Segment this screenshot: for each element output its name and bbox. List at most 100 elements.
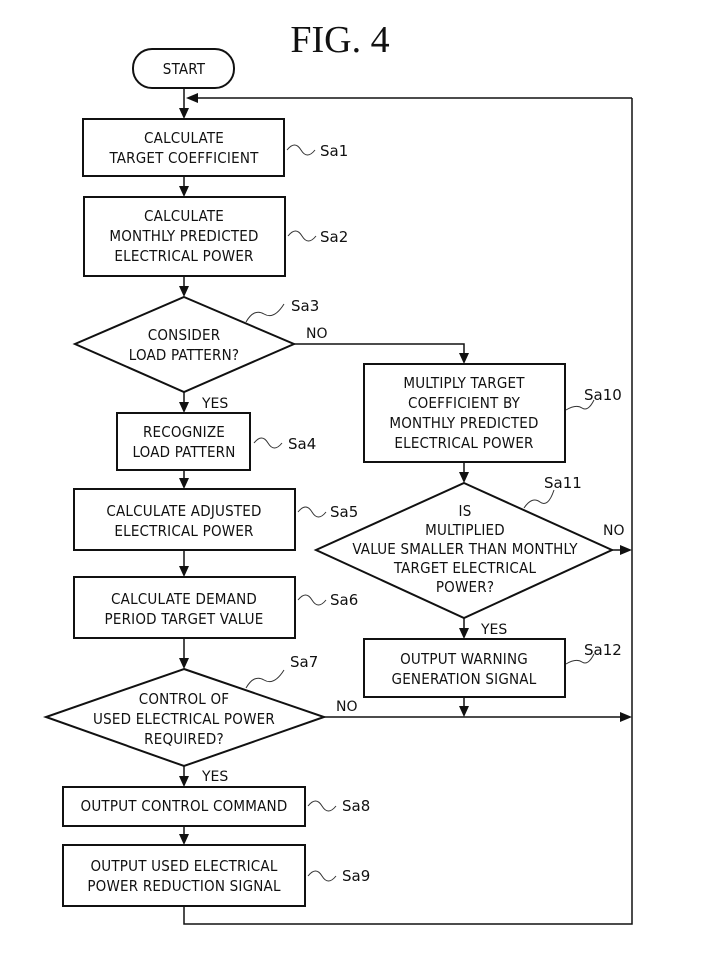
arrow-head — [459, 706, 469, 717]
process-text: OUTPUT USED ELECTRICAL — [90, 857, 277, 875]
process-text: TARGET COEFFICIENT — [108, 149, 259, 167]
process-text: POWER REDUCTION SIGNAL — [87, 877, 281, 895]
leader-squiggle — [307, 870, 337, 882]
process-box — [73, 576, 296, 639]
arrow-head — [186, 93, 198, 103]
branch-label-no: NO — [603, 523, 625, 539]
decision-diamond — [72, 295, 297, 394]
process-box — [116, 412, 251, 471]
process-box — [363, 363, 566, 463]
leader-squiggle — [253, 437, 283, 449]
step-label-sa4: Sa4 — [288, 435, 316, 453]
figure-title: FIG. 4 — [290, 19, 389, 61]
decision-text: LOAD PATTERN? — [129, 346, 239, 364]
step-label-sa9: Sa9 — [342, 867, 370, 885]
branch-label-yes: YES — [480, 622, 507, 638]
arrow-head — [179, 776, 189, 787]
process-text: CALCULATE ADJUSTED — [106, 502, 261, 520]
process-text: ELECTRICAL POWER — [394, 434, 533, 452]
decision-text: MULTIPLIED — [425, 521, 505, 539]
process-box — [83, 196, 286, 277]
decision-sa3: CONSIDER LOAD PATTERN? — [72, 295, 297, 394]
step-label-sa1: Sa1 — [320, 142, 348, 160]
leader-squiggle — [245, 303, 285, 323]
process-text: PERIOD TARGET VALUE — [105, 610, 264, 628]
arrow-head — [620, 545, 632, 555]
process-sa8: OUTPUT CONTROL COMMAND — [62, 786, 306, 827]
start-shape — [132, 48, 235, 89]
process-box — [82, 118, 285, 177]
connector-sa3-sa10 — [294, 343, 465, 359]
connectors — [179, 88, 633, 925]
decision-diamond — [313, 481, 615, 620]
start-label: START — [163, 60, 206, 78]
process-text: ELECTRICAL POWER — [114, 522, 253, 540]
decision-text: REQUIRED? — [144, 730, 224, 748]
process-box — [62, 844, 306, 907]
process-text: COEFFICIENT BY — [408, 394, 521, 412]
process-sa9: OUTPUT USED ELECTRICAL POWER REDUCTION S… — [62, 844, 306, 907]
step-label-sa11: Sa11 — [544, 474, 582, 492]
leader-squiggle — [565, 653, 595, 665]
process-sa6: CALCULATE DEMAND PERIOD TARGET VALUE — [73, 576, 296, 639]
arrow-head — [179, 658, 189, 669]
leader-squiggle — [297, 594, 327, 606]
decision-text: VALUE SMALLER THAN MONTHLY — [352, 540, 578, 558]
arrow-head — [620, 712, 632, 722]
decision-text: IS — [459, 502, 472, 520]
step-label-sa7: Sa7 — [290, 653, 318, 671]
process-box — [73, 488, 296, 551]
branch-label-yes: YES — [201, 396, 228, 412]
process-text: CALCULATE — [144, 207, 224, 225]
step-label-sa10: Sa10 — [584, 386, 622, 404]
arrow-head — [179, 834, 189, 845]
decision-text: USED ELECTRICAL POWER — [93, 710, 275, 728]
leader-squiggle — [523, 489, 555, 509]
process-text: MONTHLY PREDICTED — [109, 227, 258, 245]
step-label-sa5: Sa5 — [330, 503, 358, 521]
process-sa10: MULTIPLY TARGET COEFFICIENT BY MONTHLY P… — [363, 363, 566, 463]
decision-text: CONTROL OF — [139, 690, 230, 708]
process-text: CALCULATE DEMAND — [111, 590, 257, 608]
connector-loop-back — [183, 98, 633, 925]
process-sa12: OUTPUT WARNING GENERATION SIGNAL — [363, 638, 566, 698]
step-label-sa8: Sa8 — [342, 797, 370, 815]
process-text: GENERATION SIGNAL — [392, 670, 537, 688]
process-text: MULTIPLY TARGET — [403, 374, 525, 392]
process-sa4: RECOGNIZE LOAD PATTERN — [116, 412, 251, 471]
decision-text: TARGET ELECTRICAL — [393, 559, 537, 577]
decision-text: CONSIDER — [148, 326, 221, 344]
process-text: ELECTRICAL POWER — [114, 247, 253, 265]
decision-text: POWER? — [436, 578, 494, 596]
step-label-sa12: Sa12 — [584, 641, 622, 659]
arrow-head — [459, 353, 469, 364]
arrow-head — [179, 402, 189, 413]
process-text: LOAD PATTERN — [132, 443, 235, 461]
decision-sa7: CONTROL OF USED ELECTRICAL POWER REQUIRE… — [42, 667, 328, 768]
start-terminal: START — [132, 48, 235, 89]
leader-squiggle — [307, 800, 337, 812]
process-text: RECOGNIZE — [143, 423, 225, 441]
process-sa2: CALCULATE MONTHLY PREDICTED ELECTRICAL P… — [83, 196, 286, 277]
branch-label-no: NO — [306, 326, 328, 342]
arrow-head — [179, 478, 189, 489]
process-text: CALCULATE — [144, 129, 224, 147]
arrow-head — [179, 286, 189, 297]
leader-squiggle — [297, 506, 327, 518]
process-text: MONTHLY PREDICTED — [389, 414, 538, 432]
leader-squiggle — [287, 230, 317, 242]
process-sa5: CALCULATE ADJUSTED ELECTRICAL POWER — [73, 488, 296, 551]
process-sa1: CALCULATE TARGET COEFFICIENT — [82, 118, 285, 177]
step-label-sa3: Sa3 — [291, 297, 319, 315]
leader-squiggle — [565, 399, 595, 411]
arrow-head — [179, 186, 189, 197]
decision-diamond — [42, 667, 328, 768]
branch-label-no: NO — [336, 699, 358, 715]
arrow-head — [179, 108, 189, 119]
arrow-head — [459, 472, 469, 483]
process-box — [62, 786, 306, 827]
leader-squiggle — [286, 144, 316, 156]
process-text: OUTPUT CONTROL COMMAND — [81, 797, 288, 815]
leader-squiggle — [245, 669, 285, 689]
